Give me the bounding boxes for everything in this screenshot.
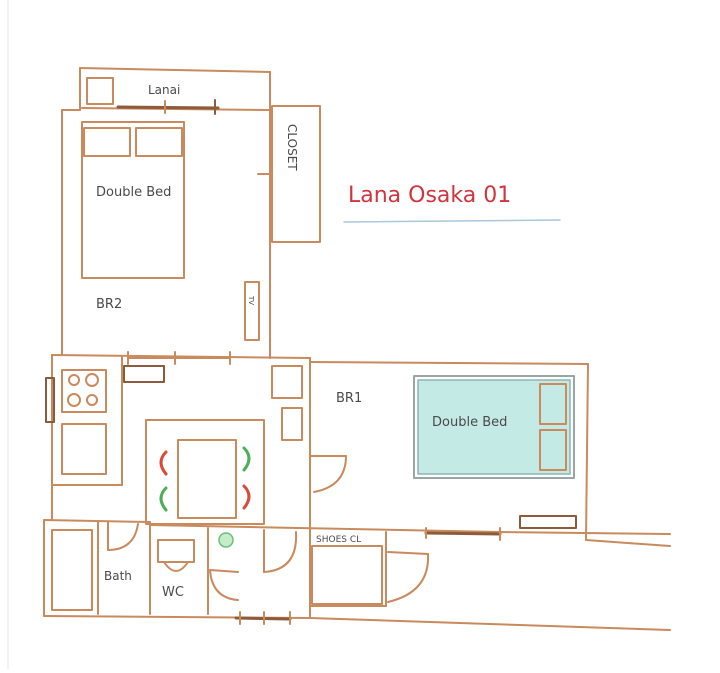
- br1-heater: [519, 515, 577, 529]
- bath-door: [107, 521, 139, 551]
- kitchen-walls: [51, 354, 311, 531]
- shoes-closet: [311, 545, 383, 605]
- chair-red-2: [242, 484, 251, 510]
- wc-door: [209, 569, 239, 601]
- shoes-closet-label: SHOES CL: [316, 535, 361, 545]
- dining-table-area: [145, 419, 265, 525]
- stove: [61, 369, 107, 413]
- hall-sliding-door: [234, 611, 292, 625]
- toilet: [157, 539, 195, 572]
- tv-label: TV: [247, 295, 255, 305]
- br1-bed: [413, 375, 575, 479]
- br1-door: [309, 455, 347, 493]
- br1-label: BR1: [336, 391, 362, 406]
- closet-underline: [343, 219, 561, 223]
- page-title: Lana Osaka 01: [348, 183, 511, 208]
- chair-green-1: [159, 486, 168, 512]
- tv-cabinet: [244, 281, 260, 341]
- closet-label: CLOSET: [285, 124, 299, 171]
- fridge: [123, 365, 165, 383]
- chair-green-2: [242, 446, 251, 472]
- lanai-label: Lanai: [148, 83, 180, 97]
- entry-sliding-door: [424, 527, 502, 541]
- dining-chairs: [159, 446, 251, 512]
- hall-door: [263, 529, 298, 573]
- br2-label: BR2: [96, 297, 122, 312]
- bottom-walls: [43, 519, 671, 631]
- kitchen-window: [45, 377, 55, 423]
- cabinet-upper: [271, 365, 303, 399]
- br1-bed-label: Double Bed: [432, 415, 507, 430]
- br1-walls: [309, 361, 671, 547]
- plant-icon: [218, 532, 234, 548]
- br2-sliding-door: [127, 351, 231, 365]
- cabinet-lower: [281, 407, 303, 441]
- bathtub: [51, 529, 93, 611]
- kitchen-sink: [61, 423, 107, 475]
- bath-label: Bath: [104, 569, 132, 583]
- lanai-planter: [86, 77, 114, 105]
- wc-label: WC: [162, 585, 184, 600]
- br2-bed-label: Double Bed: [96, 185, 171, 200]
- chair-red-1: [159, 450, 168, 476]
- entry-door: [387, 551, 430, 603]
- lanai-sliding-door: [116, 99, 220, 115]
- br2-bed: [81, 121, 185, 279]
- closet: [257, 105, 321, 243]
